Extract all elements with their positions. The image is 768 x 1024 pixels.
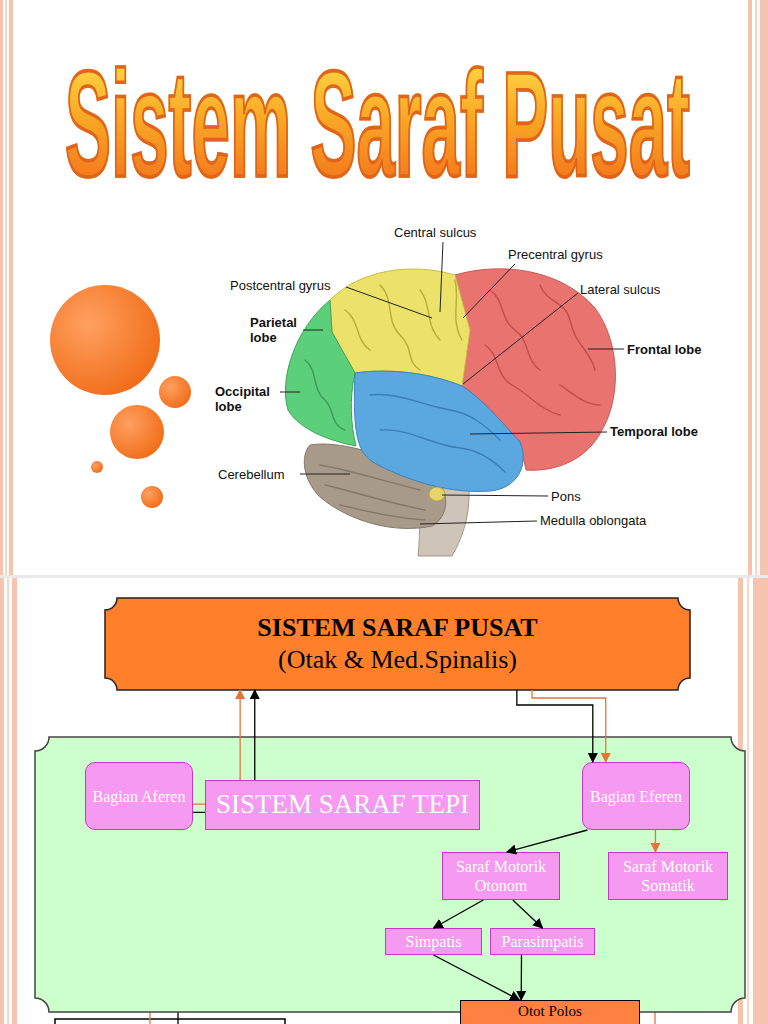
part-label: Medulla oblongata	[540, 513, 646, 528]
part-label: Precentral gyrus	[508, 247, 603, 262]
box-title: SISTEM SARAF PUSAT	[257, 612, 537, 644]
part-label: Occipital lobe	[215, 384, 280, 414]
slide-title: Sistem Saraf Pusat	[65, 50, 690, 200]
part-label: Temporal lobe	[610, 424, 698, 439]
part-label: Central sulcus	[394, 225, 476, 240]
connector	[193, 690, 240, 804]
box-title: Saraf Motorik Otonom	[443, 857, 559, 895]
leader-line	[463, 264, 515, 318]
box-title: Bagian Aferen	[93, 787, 186, 806]
decor-circles	[50, 285, 191, 508]
pns-region: SISTEM SARAF TEPI Bagian Aferen Bagian Efe…	[35, 737, 745, 1012]
part-label: Cerebellum	[218, 467, 284, 482]
brain-illustration	[285, 269, 615, 556]
leader-line	[470, 432, 607, 434]
part-label: Lateral sulcus	[580, 282, 660, 297]
outline	[35, 737, 745, 1012]
part-label: Postcentral gyrus	[230, 278, 330, 293]
outline	[105, 598, 690, 690]
connector	[507, 830, 588, 852]
connector	[193, 690, 255, 812]
leader-line	[588, 349, 624, 350]
somatic-box: Saraf Motorik Somatik	[608, 852, 728, 900]
leader-line	[303, 330, 323, 331]
box-title: Otot Polos	[518, 1003, 582, 1020]
box-title: Simpatis	[405, 932, 461, 951]
connector	[532, 690, 606, 762]
box-subtitle: (Otak & Med.Spinalis)	[278, 644, 517, 676]
leader-line	[280, 392, 300, 393]
muscle-box: Otot Polos	[460, 1000, 640, 1024]
sympathetic-box: Simpatis	[385, 928, 482, 955]
connector	[434, 955, 520, 1000]
connector	[655, 830, 656, 852]
box-title: Bagian Eferen	[590, 787, 682, 806]
leader-line	[420, 521, 537, 524]
leader-line	[346, 287, 432, 318]
parasympathetic-box: Parasimpatis	[490, 928, 595, 955]
connector	[513, 900, 543, 928]
leader-line	[300, 474, 350, 475]
cns-box: SISTEM SARAF PUSAT(Otak & Med.Spinalis)	[105, 598, 690, 690]
connector	[517, 690, 593, 762]
box-title: Saraf Motorik Somatik	[609, 857, 727, 895]
autonomic-box: Saraf Motorik Otonom	[442, 852, 560, 900]
connector	[521, 955, 523, 1000]
connector	[434, 900, 484, 928]
part-label: Pons	[551, 489, 581, 504]
box-title: Parasimpatis	[502, 932, 584, 951]
leader-line	[440, 242, 443, 312]
leader-line	[463, 293, 578, 384]
scroll-shape	[105, 598, 690, 690]
part-label: Frontal lobe	[627, 342, 701, 357]
region-title: SISTEM SARAF TEPI	[205, 780, 480, 830]
efferent-box: Bagian Eferen	[582, 762, 690, 830]
part-label: Parietal lobe	[250, 315, 305, 345]
leader-line	[442, 495, 548, 496]
afferent-box: Bagian Aferen	[85, 762, 193, 830]
